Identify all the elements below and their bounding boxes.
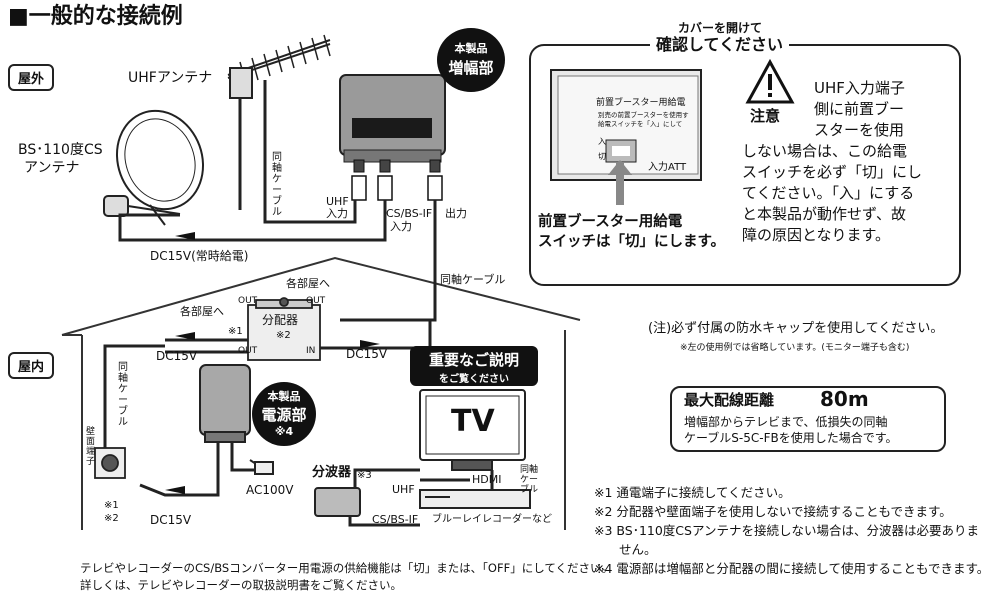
switch-off-label: 切	[598, 152, 606, 161]
dc15v-label-a: DC15V	[156, 349, 198, 363]
splitter-out-b: OUT	[306, 296, 326, 306]
footnote-4: ※4 電源部は増幅部と分配器の間に接続して使用することもできます。	[594, 561, 990, 576]
panel-small-1: 別売の前置ブースターを使用す	[598, 111, 689, 119]
dc15v-label-b: DC15V	[346, 347, 388, 361]
caution-line-3: スターを使用	[814, 121, 905, 139]
dc15v-label-c: DC15V	[150, 513, 192, 527]
wall-note-1: ※1	[104, 500, 119, 511]
hdmi-label: HDMI	[472, 473, 502, 486]
splitter-in: IN	[306, 346, 316, 356]
cover-heading: 確認してください	[650, 35, 790, 55]
coax-tv-label: 同軸ケーブル	[520, 465, 539, 495]
note1-mark: ※1	[228, 326, 243, 337]
cables-outdoor	[118, 165, 437, 322]
important-line1: 重要なご説明	[428, 351, 519, 369]
cover-caption-2: スイッチは「切」にします。	[538, 234, 726, 250]
bs-antenna-label-2: アンテナ	[24, 160, 80, 176]
splitter-device	[247, 297, 321, 361]
waterproof-sub: ※左の使用例では省略しています。(モニター端子も含む)	[680, 343, 910, 353]
caution-line-7: と本製品が動作せず、故	[742, 205, 906, 223]
output-label: 出力	[445, 207, 467, 220]
splitter-label-1: 分配器	[262, 313, 299, 327]
caution-line-6: てください。「入」にする	[742, 184, 915, 202]
tv-label: TV	[451, 404, 495, 439]
dc15v-always-label: DC15V(常時給電)	[150, 249, 249, 263]
recorder-device	[419, 489, 531, 509]
diplexer-note: ※3	[357, 470, 372, 481]
recorder-label: ブルーレイレコーダーなど	[432, 514, 552, 525]
cover-panel-illustration	[550, 69, 702, 205]
important-notice-badge: 重要なご説明 をご覧ください	[410, 346, 538, 386]
uhf-antenna-label: UHFアンテナ	[128, 70, 213, 86]
caution-icon-shape	[745, 58, 795, 104]
footnote-3: ※3 BS･110度CSアンテナを接続しない場合は、分波器は必要ありま	[594, 523, 979, 538]
caution-line-8: 障の原因となります。	[742, 226, 891, 244]
amp-badge-line2: 増幅部	[448, 59, 494, 77]
input-att-label: 入力ATT	[648, 162, 687, 173]
panel-small-2: 給電スイッチを「入」にして	[598, 120, 683, 128]
uhf-input-label-1: UHF	[326, 195, 349, 208]
wall-terminal-device	[94, 447, 126, 479]
splitter-out-a: OUT	[238, 296, 258, 306]
power-badge-line3: ※4	[274, 425, 294, 438]
waterproof-note: (注)必ず付属の防水キャップを使用してください。	[648, 321, 944, 336]
max-distance-desc-2: ケーブルS-5C-FBを使用した場合です。	[684, 431, 898, 445]
caution-line-2: 側に前置ブー	[814, 100, 905, 118]
zone-indoor-tag: 屋内	[8, 352, 55, 379]
zone-outdoor-tag: 屋外	[8, 64, 55, 91]
footnote-3-cont: せん。	[594, 542, 657, 557]
power-unit-device	[199, 364, 274, 475]
panel-title: 前置ブースター用給電	[596, 98, 686, 108]
ac100v-label: AC100V	[246, 483, 294, 497]
caution-line-5: スイッチを必ず「切」にし	[742, 163, 923, 181]
important-line2: をご覧ください	[439, 374, 509, 385]
uhf-line-label: UHF	[392, 483, 415, 496]
footnote-2: ※2 分配器や壁面端子を使用しないで接続することもできます。	[594, 504, 952, 519]
splitter-label-2: ※2	[276, 330, 291, 341]
power-badge-line2: 電源部	[261, 406, 307, 424]
amp-badge-line1: 本製品	[454, 42, 488, 55]
wall-terminal-label: 壁面端子	[86, 427, 96, 467]
caution-line-1: UHF入力端子	[814, 79, 905, 97]
footnote-1: ※1 通電端子に接続してください。	[594, 485, 791, 500]
bottom-note-1: テレビやレコーダーのCS/BSコンバーター用電源の供給機能は「切」または、「OF…	[80, 561, 614, 575]
max-distance-desc-1: 増幅部からテレビまで、低損失の同軸	[684, 415, 888, 429]
tv-device	[419, 389, 526, 471]
csbs-input-label-1: CS/BS-IF	[386, 207, 433, 220]
coax-cable-label: 同軸ケーブル	[440, 273, 506, 286]
coax-indoor-label: 同軸ケーブル	[118, 362, 128, 428]
diplexer-label: 分波器	[312, 465, 352, 480]
bs-dish	[103, 109, 205, 226]
splitter-out-c: OUT	[238, 346, 258, 356]
wall-note-2: ※2	[104, 513, 119, 524]
power-badge: 本製品 電源部 ※4	[252, 382, 316, 446]
caution-line-4: しない場合は、この給電	[742, 142, 908, 160]
coax-vertical-label: 同軸ケーブル	[272, 152, 282, 218]
caution-label: 注意	[750, 107, 781, 125]
uhf-antenna	[227, 34, 331, 210]
house-outline	[61, 256, 581, 530]
amp-badge: 本製品 増幅部	[437, 28, 505, 92]
cover-caption-1: 前置ブースター用給電	[538, 214, 683, 230]
switch-on-label: 入	[598, 137, 606, 146]
uhf-input-label-2: 入力	[326, 207, 348, 220]
power-badge-line1: 本製品	[267, 390, 301, 403]
to-rooms-top-label: 各部屋へ	[286, 277, 330, 290]
csbs-if-label: CS/BS-IF	[372, 513, 419, 526]
flow-arrows	[165, 232, 380, 494]
amplifier-unit	[339, 74, 446, 201]
max-distance-value: 80m	[820, 387, 869, 411]
max-distance-label: 最大配線距離	[684, 391, 775, 409]
diplexer-device	[314, 487, 361, 517]
csbs-input-label-2: 入力	[390, 220, 412, 233]
to-rooms-left-label: 各部屋へ	[180, 305, 224, 318]
bs-antenna-label-1: BS･110度CS	[18, 142, 103, 158]
bottom-note-2: 詳しくは、テレビやレコーダーの取扱説明書をご覧ください。	[80, 578, 402, 592]
max-distance-box: 最大配線距離 80m 増幅部からテレビまで、低損失の同軸 ケーブルS-5C-FB…	[670, 386, 946, 452]
cover-top-label: カバーを開けて	[678, 21, 763, 35]
page-title: ■一般的な接続例	[8, 4, 183, 29]
